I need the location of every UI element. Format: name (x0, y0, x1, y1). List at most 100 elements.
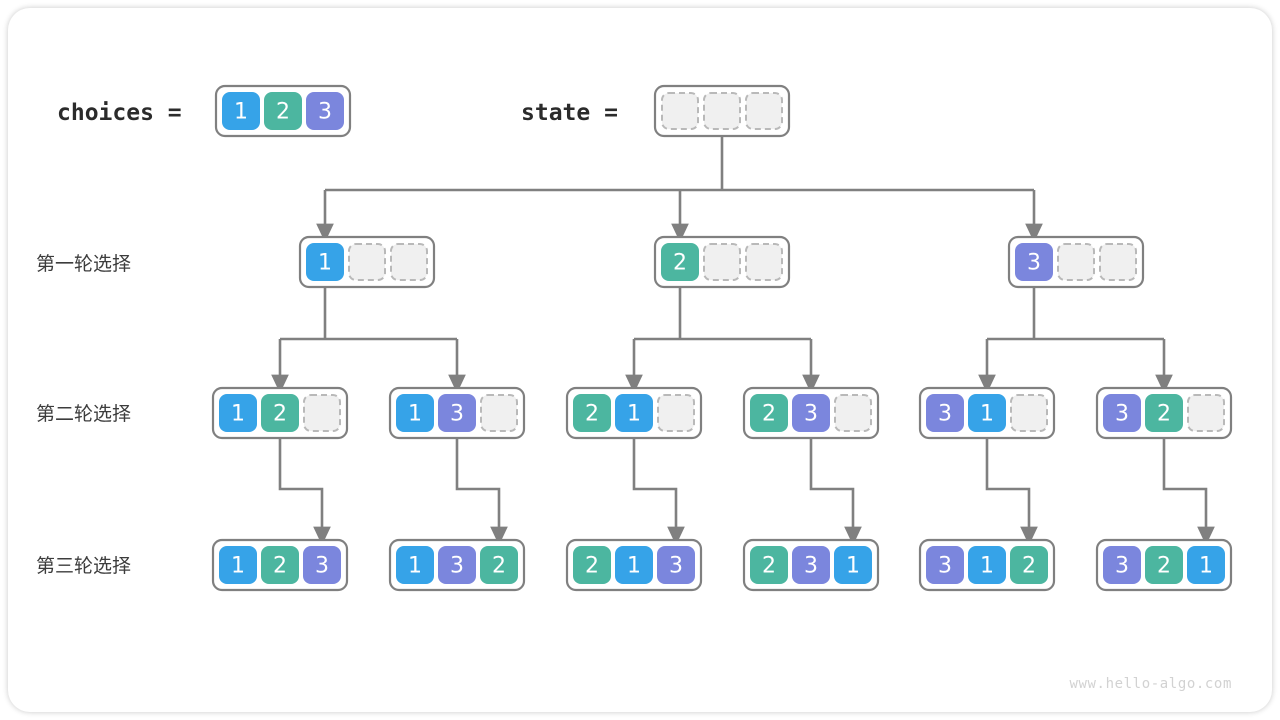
state-cell-value: 2 (1022, 554, 1036, 579)
state-cell-value: 1 (231, 402, 245, 427)
state-cell-filled (750, 394, 788, 432)
state-cell-filled (1010, 546, 1048, 584)
state-cell-value: 1 (318, 251, 332, 276)
tree-edge (809, 438, 862, 546)
state-cell-filled (1145, 546, 1183, 584)
state-cell-value: 1 (408, 554, 422, 579)
state-cell-filled (657, 546, 695, 584)
state-cell-filled (306, 243, 344, 281)
state-cell-value: 2 (585, 554, 599, 579)
state-cell-value: 2 (276, 100, 290, 125)
state-cell-filled (615, 394, 653, 432)
state-cell-filled (1187, 546, 1225, 584)
choices-label: choices = (57, 100, 182, 126)
state-cell-empty (348, 243, 386, 281)
state-cell-value: 2 (273, 402, 287, 427)
state-cell-filled (1145, 394, 1183, 432)
state-cell-filled (306, 92, 344, 130)
state-cell-empty (1187, 394, 1225, 432)
state-cell-value: 3 (938, 402, 952, 427)
state-cell-filled (396, 394, 434, 432)
state-cell-empty (303, 394, 341, 432)
state-cell-filled (480, 546, 518, 584)
state-cell-value: 3 (1115, 402, 1129, 427)
state-cell-filled (926, 546, 964, 584)
state-cell-empty (480, 394, 518, 432)
state-cell-empty (703, 92, 741, 130)
state-cell-value: 3 (804, 402, 818, 427)
state-cell-filled (303, 546, 341, 584)
state-cell-filled (968, 394, 1006, 432)
state-cell-filled (573, 546, 611, 584)
tree-edge (278, 438, 331, 546)
state-cell-filled (1015, 243, 1053, 281)
state-cell-filled (219, 394, 257, 432)
state-cell-empty (703, 243, 741, 281)
state-cell-filled (1103, 394, 1141, 432)
state-cell-value: 2 (273, 554, 287, 579)
state-cell-value: 3 (1115, 554, 1129, 579)
state-cell-filled (438, 546, 476, 584)
state-cell-value: 3 (318, 100, 332, 125)
state-cell-value: 3 (315, 554, 329, 579)
state-cell-empty (834, 394, 872, 432)
tree-edge (985, 438, 1038, 546)
state-cell-value: 1 (846, 554, 860, 579)
state-cell-value: 1 (231, 554, 245, 579)
state-cell-filled (573, 394, 611, 432)
state-cell-value: 2 (762, 402, 776, 427)
state-cell-filled (750, 546, 788, 584)
state-cell-filled (264, 92, 302, 130)
level3-state-box[interactable]: 3 2 1 (1095, 538, 1233, 592)
state-label: state = (521, 100, 618, 126)
state-cell-value: 2 (762, 554, 776, 579)
state-cell-value: 3 (450, 554, 464, 579)
state-cell-filled (926, 394, 964, 432)
state-cell-value: 2 (1157, 554, 1171, 579)
state-cell-filled (438, 394, 476, 432)
state-cell-empty (1057, 243, 1095, 281)
row-label-third-round: 第三轮选择 (36, 555, 131, 577)
state-cell-empty (657, 394, 695, 432)
state-cell-empty (390, 243, 428, 281)
state-cell-value: 1 (408, 402, 422, 427)
state-cell-value: 1 (980, 402, 994, 427)
watermark: www.hello-algo.com (1069, 676, 1232, 692)
level1-state-box[interactable]: 3 (1007, 235, 1145, 289)
root-state-box[interactable] (653, 84, 791, 138)
level1-state-box[interactable]: 1 (298, 235, 436, 289)
state-cell-value: 3 (450, 402, 464, 427)
state-cell-value: 1 (627, 402, 641, 427)
state-cell-filled (261, 394, 299, 432)
state-cell-filled (792, 546, 830, 584)
state-cell-value: 3 (938, 554, 952, 579)
diagram-text: choices = state = 第一轮选择 第二轮选择 第三轮选择 www.… (36, 100, 1232, 692)
state-cell-value: 1 (627, 554, 641, 579)
state-cell-value: 2 (673, 251, 687, 276)
state-cell-filled (219, 546, 257, 584)
state-cell-empty (745, 243, 783, 281)
row-label-second-round: 第二轮选择 (36, 403, 131, 425)
level3-state-box[interactable]: 1 2 3 (211, 538, 349, 592)
state-cell-value: 3 (1027, 251, 1041, 276)
state-cell-filled (396, 546, 434, 584)
state-cell-value: 1 (1199, 554, 1213, 579)
state-cell-filled (261, 546, 299, 584)
level3-state-box[interactable]: 3 1 2 (918, 538, 1056, 592)
state-cell-value: 2 (585, 402, 599, 427)
state-cell-empty (745, 92, 783, 130)
level1-state-box[interactable]: 2 (653, 235, 791, 289)
state-cell-value: 1 (980, 554, 994, 579)
